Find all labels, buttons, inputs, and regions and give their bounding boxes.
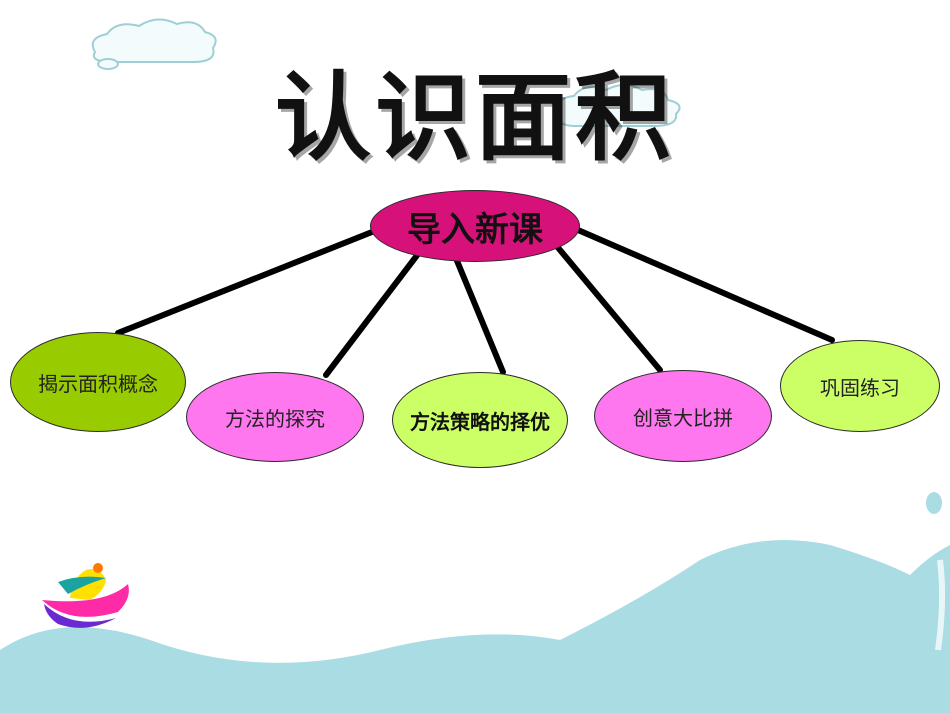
child-node-label: 巩固练习 (820, 375, 900, 400)
child-node-label: 方法的探究 (225, 406, 325, 431)
connector-to-child-4 (552, 241, 663, 373)
page-title: 认识面积 (275, 62, 675, 174)
connector-to-child-3 (452, 253, 506, 375)
droplet-decoration (926, 492, 942, 514)
cloud-decoration-top-left (91, 18, 217, 63)
child-node-reveal-area-concept[interactable]: 揭示面积概念 (10, 332, 186, 432)
logo-icon (42, 563, 129, 628)
child-node-creative-contest[interactable]: 创意大比拼 (594, 370, 772, 462)
child-node-method-optimization[interactable]: 方法策略的择优 (392, 372, 568, 468)
cloud-small-icon (97, 58, 119, 70)
child-node-method-exploration[interactable]: 方法的探究 (186, 372, 364, 462)
child-node-label: 方法策略的择优 (410, 409, 550, 434)
root-node-intro[interactable]: 导入新课 (370, 190, 580, 262)
connector-to-child-1 (115, 229, 375, 336)
child-node-consolidation-practice[interactable]: 巩固练习 (780, 340, 940, 432)
wave-highlight (935, 559, 946, 651)
cloud-decoration-right (557, 84, 681, 127)
connector-to-child-2 (323, 251, 421, 378)
connector-to-child-5 (575, 227, 835, 343)
wave-decoration (0, 540, 950, 713)
root-node-label: 导入新课 (407, 209, 543, 250)
child-node-label: 揭示面积概念 (38, 371, 158, 396)
connector-lines (115, 227, 835, 378)
child-node-label: 创意大比拼 (633, 405, 733, 430)
